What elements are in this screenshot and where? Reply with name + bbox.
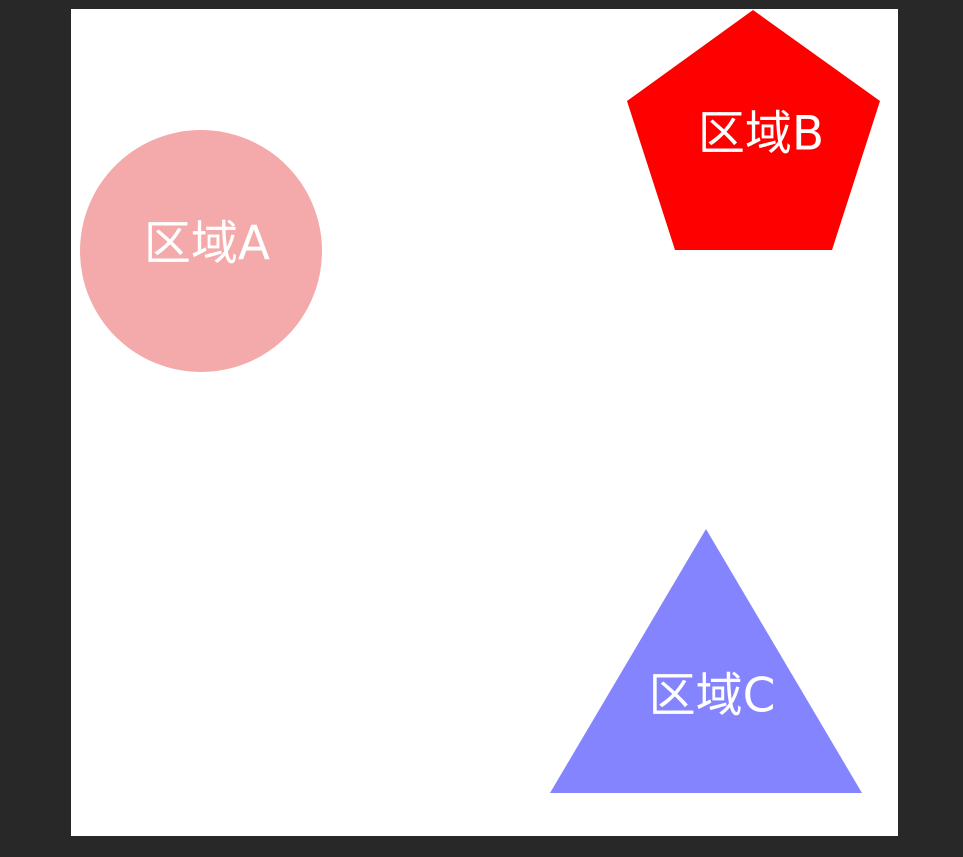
region-a-label: 区域A [144, 217, 270, 272]
region-c-triangle-shape[interactable] [550, 529, 862, 793]
region-c[interactable]: 区域C [550, 529, 862, 793]
region-c-label: 区域C [649, 669, 776, 724]
region-b-label: 区域B [698, 107, 824, 162]
region-b[interactable]: 区域B [627, 10, 880, 250]
region-b-pentagon-shape[interactable] [627, 10, 880, 250]
region-a-circle-shape[interactable] [80, 130, 322, 372]
region-a[interactable]: 区域A [80, 130, 322, 372]
artboard: 区域A 区域B 区域C [71, 9, 898, 836]
shapes-layer: 区域A 区域B 区域C [80, 10, 880, 793]
